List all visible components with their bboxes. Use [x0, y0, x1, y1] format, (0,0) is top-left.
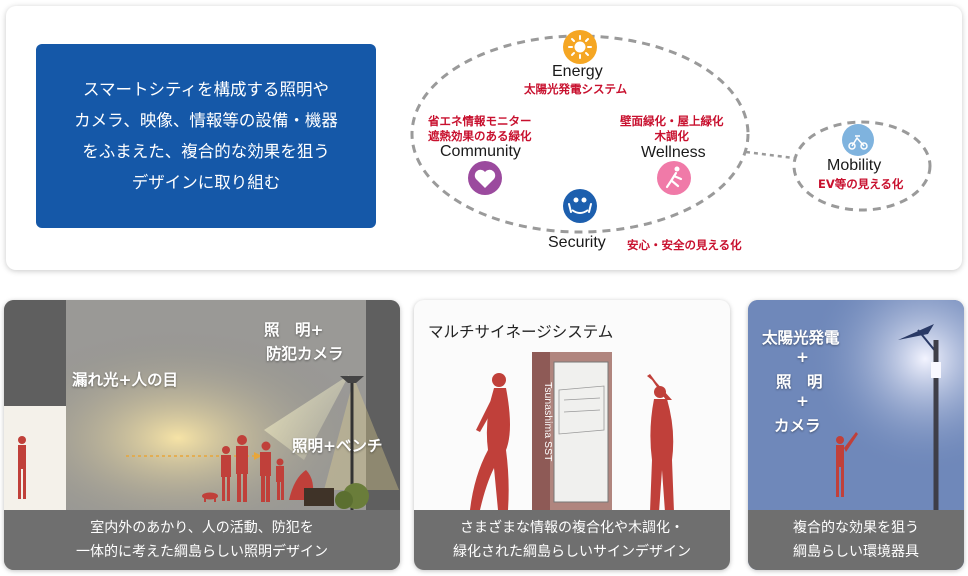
mobility-sub: EV等の見える化 — [818, 177, 904, 191]
caption-line: さまざまな情報の複合化や木調化・ — [460, 520, 684, 536]
caption-line: 複合的な効果を狙う — [793, 520, 919, 536]
bench-label: 照明+ベンチ — [292, 437, 383, 455]
plus-label: + — [796, 348, 809, 366]
plus-label: + — [796, 392, 809, 410]
security-sub: 安心・安全の見える化 — [627, 238, 742, 252]
signage-title: マルチサイネージシステム — [428, 323, 614, 341]
connector-line — [745, 150, 795, 160]
wellness-sub-2: 木調化 — [654, 129, 690, 143]
light-label-2: 防犯カメラ — [266, 345, 344, 363]
caption-line: 一体的に考えた綱島らしい照明デザイン — [76, 544, 328, 560]
community-sub: 省エネ情報モニター 遮熱効果のある緑化 — [428, 114, 532, 144]
light-label-1: 照 明+ — [264, 321, 324, 339]
security-icon — [563, 189, 597, 223]
heart-icon — [468, 161, 502, 195]
intro-box: スマートシティを構成する照明や カメラ、映像、情報等の設備・機器 をふまえた、複… — [36, 44, 376, 228]
energy-label: Energy — [552, 63, 603, 80]
lighting-label: 照 明 — [776, 373, 823, 391]
caption-line: 綱島らしい環境器具 — [793, 544, 919, 560]
mobility-label: Mobility — [827, 157, 882, 174]
energy-sub: 太陽光発電システム — [524, 82, 628, 96]
security-label: Security — [548, 234, 606, 251]
mobility-icon — [842, 124, 874, 156]
lighting-panel: 漏れ光+人の目 照 明+ 防犯カメラ 照明+ベンチ 室内外のあかり、人の活動、防… — [4, 300, 400, 570]
signage-caption: さまざまな情報の複合化や木調化・ 緑化された綱島らしいサインデザイン — [414, 510, 730, 570]
signage-scene — [470, 352, 674, 512]
wellness-sub: 壁面緑化・屋上緑化 木調化 — [620, 114, 724, 144]
community-sub-1: 省エネ情報モニター — [428, 114, 532, 128]
wellness-sub-1: 壁面緑化・屋上緑化 — [620, 114, 724, 128]
solar-label: 太陽光発電 — [762, 329, 840, 347]
lighting-caption: 室内外のあかり、人の活動、防犯を 一体的に考えた綱島らしい照明デザイン — [4, 510, 400, 570]
intro-line: デザインに取り組む — [131, 173, 281, 192]
community-label: Community — [440, 143, 521, 160]
streetlight-panel: 太陽光発電 + 照 明 + カメラ 複合的な効果を狙う 綱島らしい環境器具 — [748, 300, 964, 570]
intro-text: スマートシティを構成する照明や カメラ、映像、情報等の設備・機器 をふまえた、複… — [74, 74, 338, 198]
sun-icon — [563, 30, 597, 64]
sign-text: Tsunashima SST — [542, 382, 554, 462]
community-sub-2: 遮熱効果のある緑化 — [428, 129, 532, 143]
intro-line: スマートシティを構成する照明や — [82, 80, 329, 99]
streetlight-caption: 複合的な効果を狙う 綱島らしい環境器具 — [748, 510, 964, 570]
intro-line: カメラ、映像、情報等の設備・機器 — [74, 111, 338, 130]
intro-line: をふまえた、複合的な効果を狙う — [82, 142, 330, 161]
camera-label: カメラ — [774, 417, 821, 435]
caption-line: 室内外のあかり、人の活動、防犯を — [90, 520, 314, 536]
smart-city-diagram — [410, 30, 932, 234]
wellness-label: Wellness — [641, 144, 706, 161]
caption-line: 緑化された綱島らしいサインデザイン — [453, 544, 691, 560]
leak-light-label: 漏れ光+人の目 — [72, 371, 178, 389]
runner-icon — [657, 161, 691, 195]
mobility-ellipse — [792, 120, 932, 212]
signage-panel: マルチサイネージシステム Tsunashima SST さまざまな情報の複合化や… — [414, 300, 730, 570]
